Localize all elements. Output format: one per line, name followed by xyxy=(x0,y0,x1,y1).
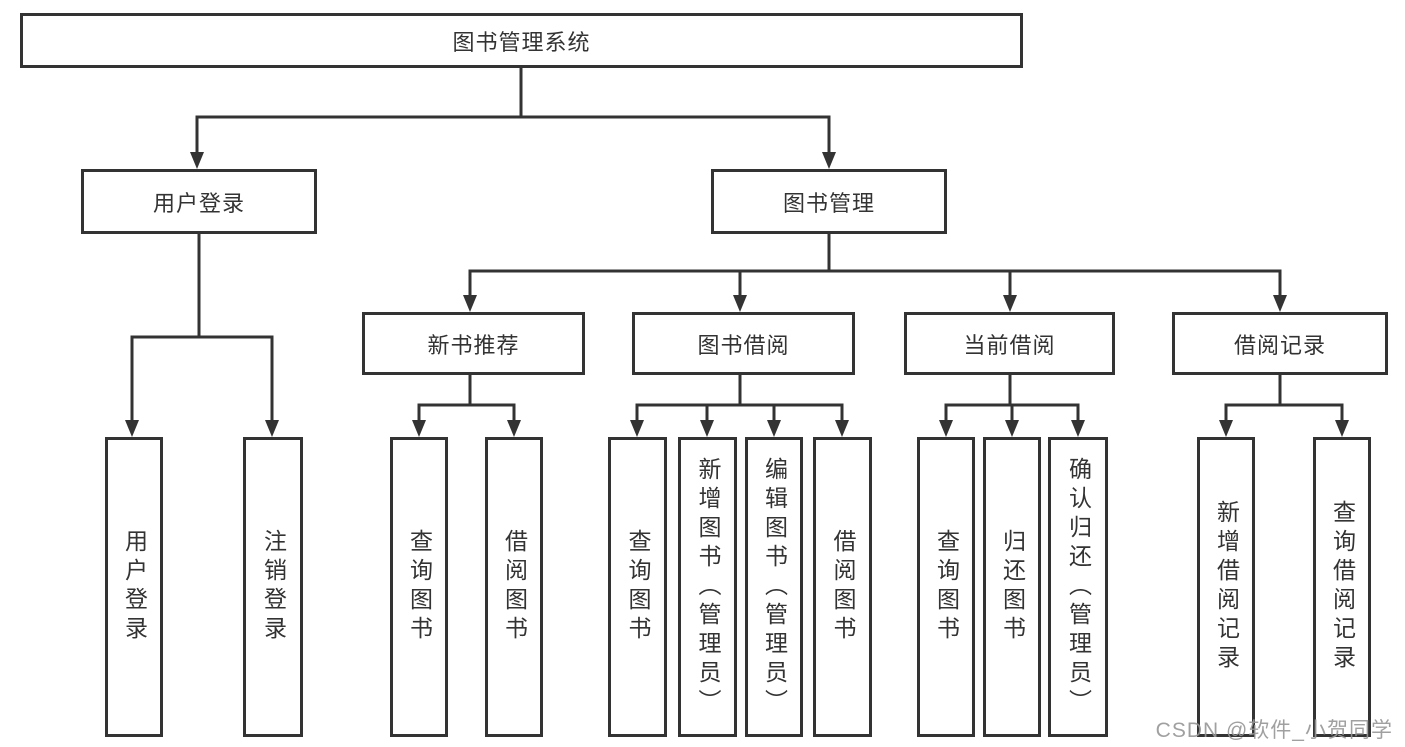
connector-current-borrowing-to-leaves xyxy=(939,373,1085,437)
connector-new-book-recommendation-to-leaves xyxy=(412,373,521,437)
leaf-query-books-recommend: 查询图书 xyxy=(390,437,448,737)
leaf-add-books-admin: 新增图书（管理员） xyxy=(678,437,737,737)
leaf-borrow-books-recommend: 借阅图书 xyxy=(485,437,543,737)
leaf-logout: 注销登录 xyxy=(243,437,303,737)
leaf-return-books: 归还图书 xyxy=(983,437,1041,737)
leaf-query-books-current: 查询图书 xyxy=(917,437,975,737)
node-borrowing-records: 借阅记录 xyxy=(1172,312,1388,375)
watermark-text: CSDN @软件_小贺同学 xyxy=(1155,719,1393,742)
connector-user-login-to-leaves xyxy=(125,232,279,437)
leaf-query-books-borrowing: 查询图书 xyxy=(608,437,667,737)
leaf-query-borrow-record: 查询借阅记录 xyxy=(1313,437,1371,737)
node-user-login: 用户登录 xyxy=(81,169,317,234)
connector-root-to-level2 xyxy=(190,66,836,169)
leaf-confirm-return-admin: 确认归还（管理员） xyxy=(1048,437,1108,737)
node-book-borrowing: 图书借阅 xyxy=(632,312,855,375)
leaf-user-login: 用户登录 xyxy=(105,437,163,737)
node-current-borrowing: 当前借阅 xyxy=(904,312,1115,375)
connector-borrowing-records-to-leaves xyxy=(1219,373,1349,437)
leaf-add-borrow-record: 新增借阅记录 xyxy=(1197,437,1255,737)
connector-book-management-to-level3 xyxy=(463,232,1287,312)
node-library-management-system: 图书管理系统 xyxy=(20,13,1023,68)
leaf-borrow-books-borrowing: 借阅图书 xyxy=(813,437,872,737)
node-new-book-recommendation: 新书推荐 xyxy=(362,312,585,375)
node-book-management: 图书管理 xyxy=(711,169,947,234)
leaf-edit-books-admin: 编辑图书（管理员） xyxy=(745,437,803,737)
connector-book-borrowing-to-leaves xyxy=(630,373,849,437)
